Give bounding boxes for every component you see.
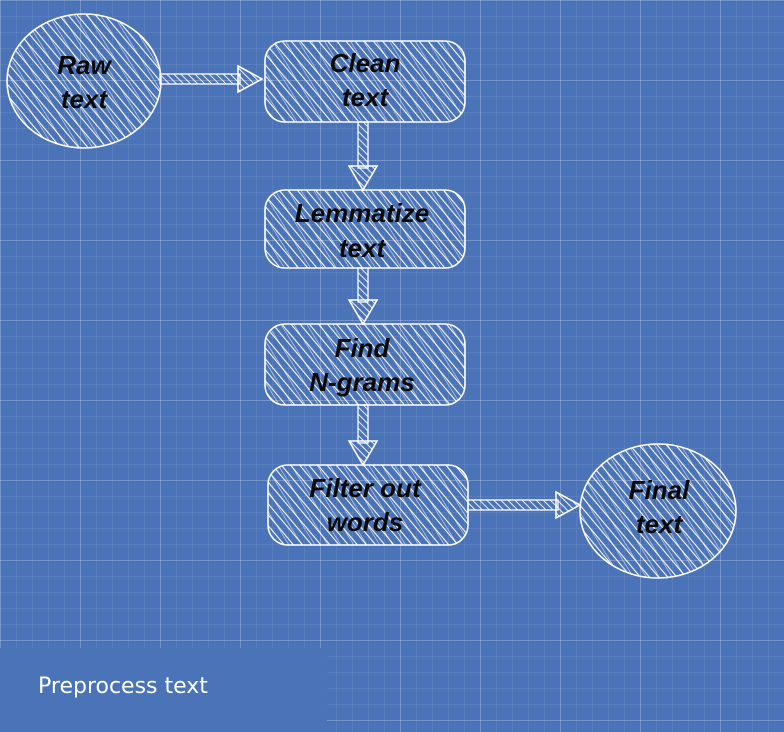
node-raw-line2: text <box>61 84 109 114</box>
arrow-filter-to-final <box>467 490 582 520</box>
node-final-line1: Final <box>629 475 690 505</box>
arrow-lemmatize-to-ngrams <box>347 267 379 326</box>
arrow-clean-to-lemmatize <box>347 121 379 192</box>
node-clean-text: Clean text <box>264 40 466 123</box>
node-final-line2: text <box>636 509 684 539</box>
node-lemmatize-line2: text <box>339 233 387 263</box>
node-find-ngrams: Find N-grams <box>264 323 466 406</box>
node-clean-line1: Clean <box>330 48 401 78</box>
node-lemmatize-text: Lemmatize text <box>264 189 466 269</box>
node-clean-line2: text <box>342 82 390 112</box>
node-filter-line2: words <box>327 507 404 537</box>
node-lemmatize-line1: Lemmatize <box>295 198 429 228</box>
node-raw-line1: Raw <box>57 50 112 80</box>
caption-panel <box>0 648 327 732</box>
node-final-text: Final text <box>579 443 737 579</box>
node-filter-words: Filter out words <box>267 464 469 546</box>
node-filter-line1: Filter out <box>309 473 422 503</box>
node-ngrams-line1: Find <box>335 333 391 363</box>
diagram-caption: Preprocess text <box>38 674 208 699</box>
node-raw-text: Raw text <box>6 13 162 149</box>
arrow-raw-to-clean <box>159 64 264 94</box>
arrow-ngrams-to-filter <box>347 404 379 467</box>
node-ngrams-line2: N-grams <box>309 367 414 397</box>
